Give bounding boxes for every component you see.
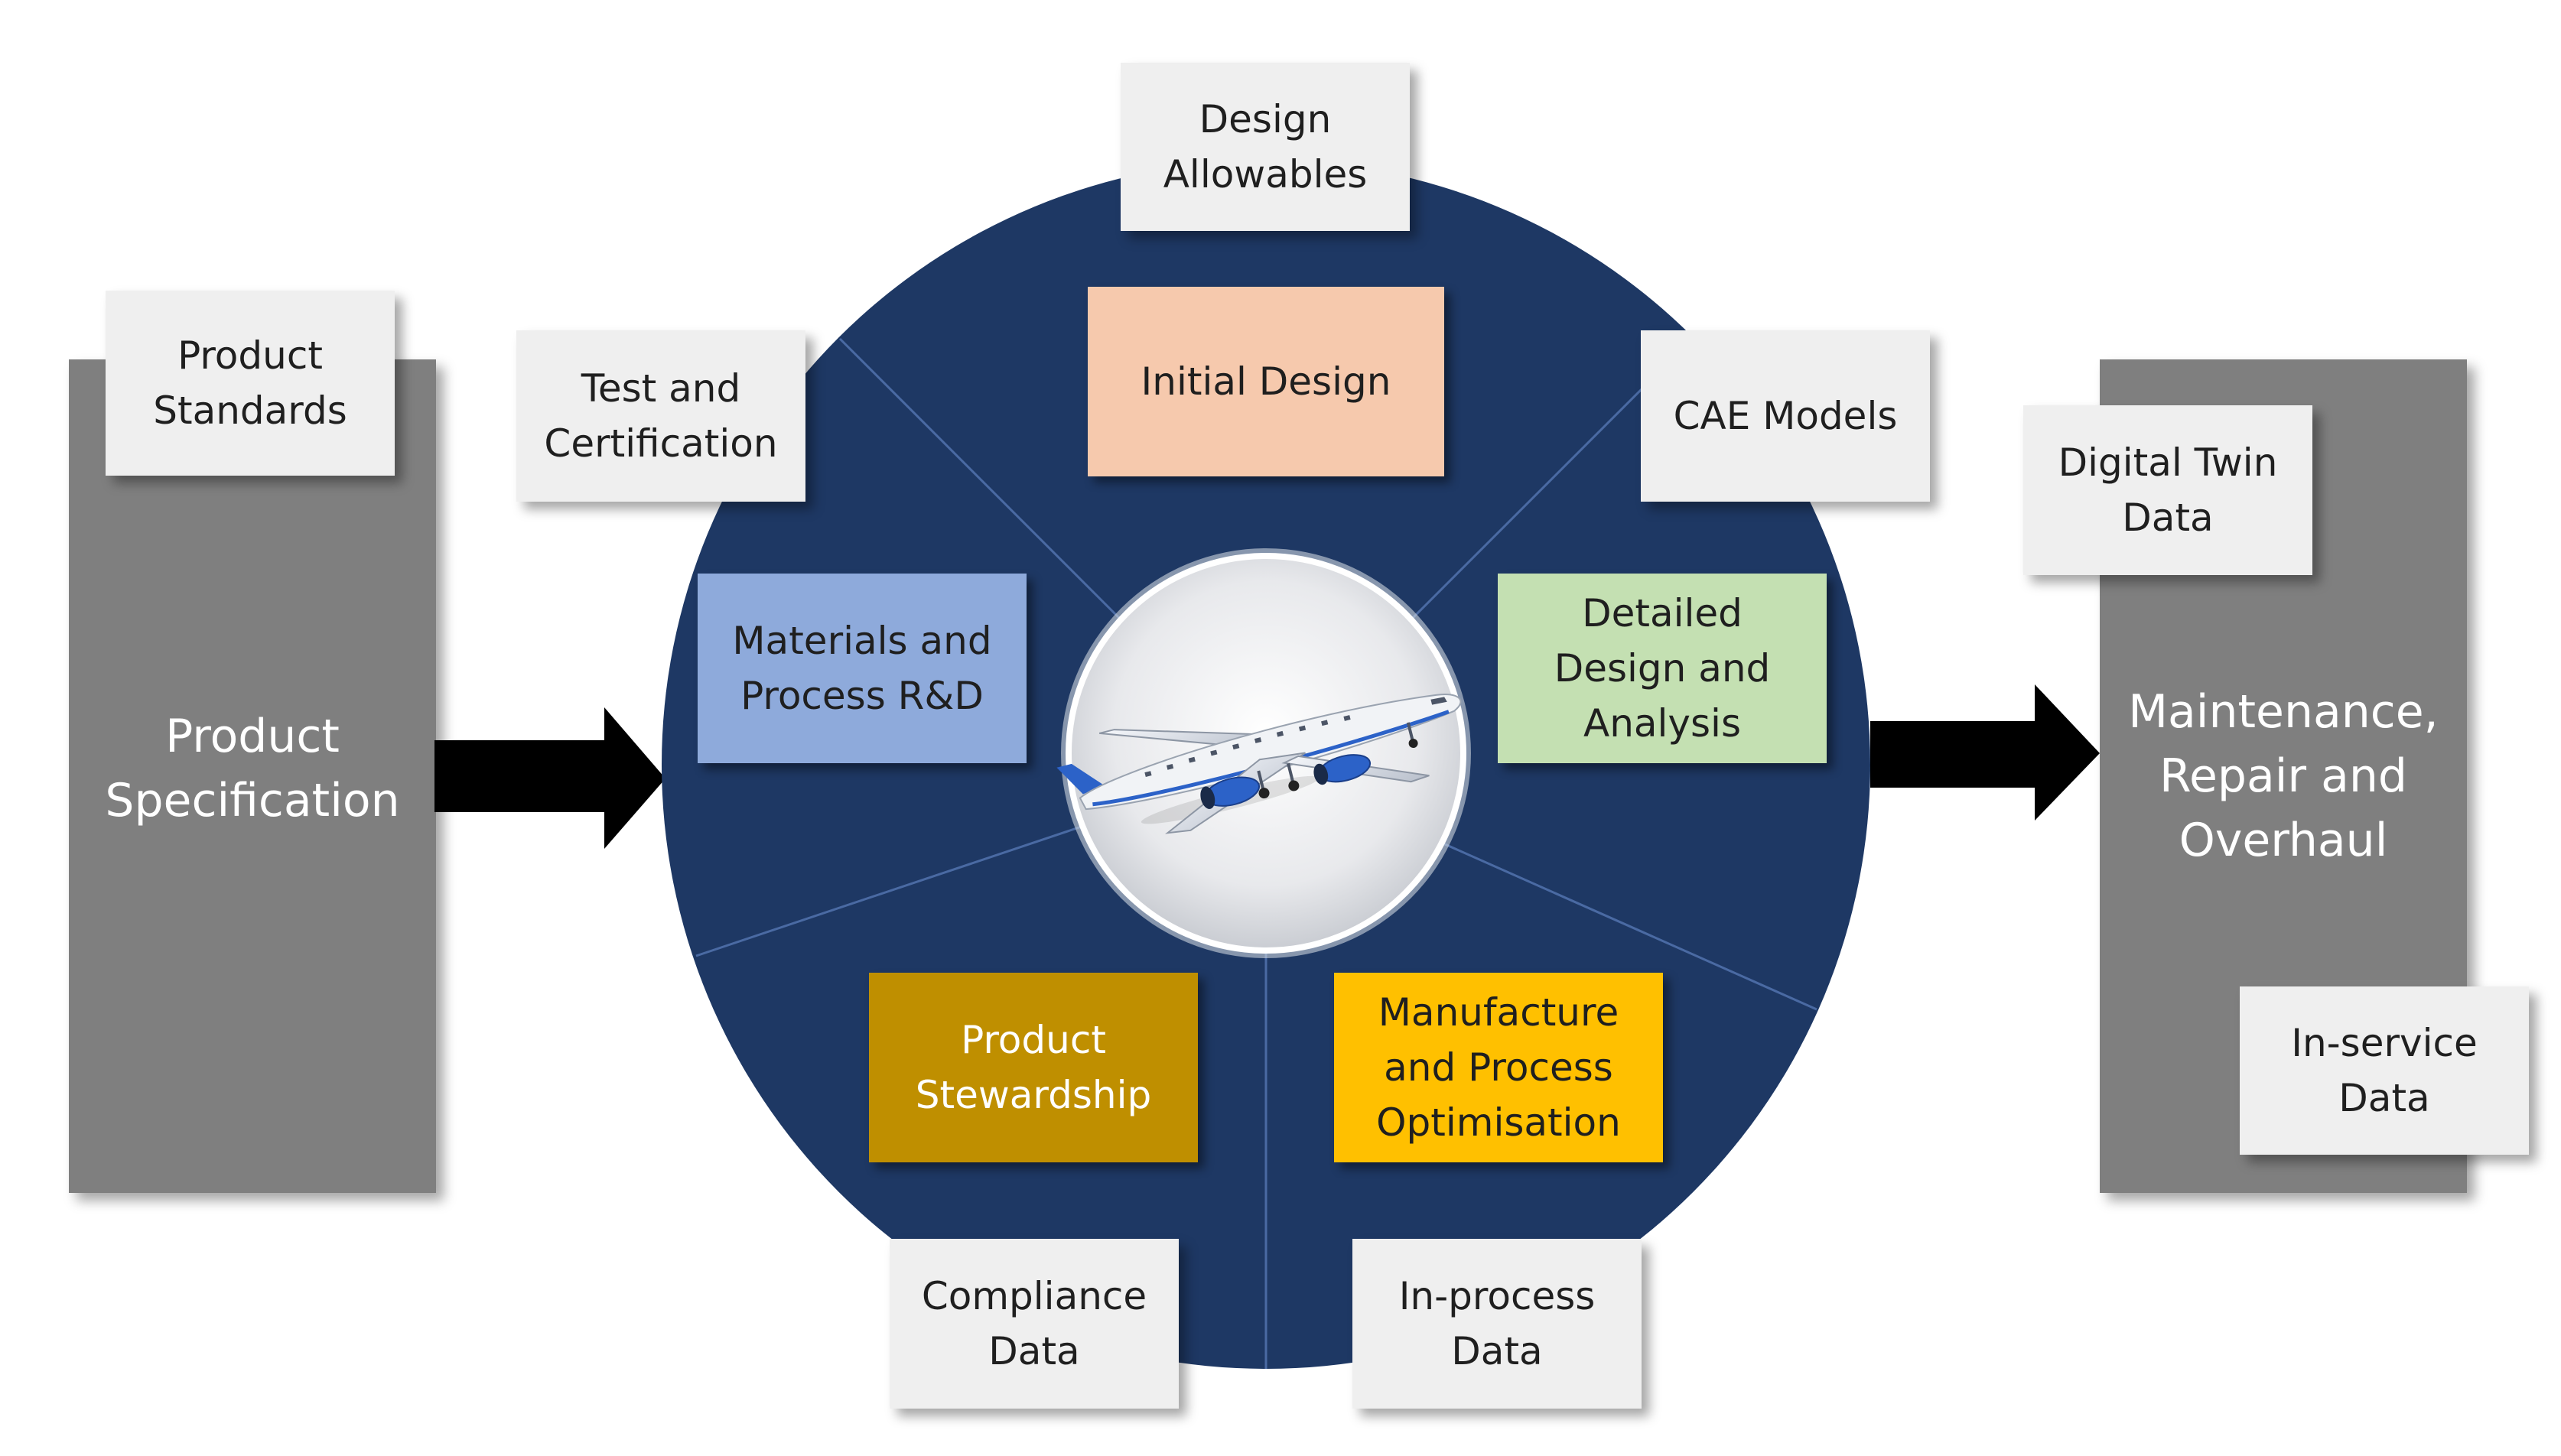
phase-initial-design: Initial Design	[1088, 287, 1444, 476]
tag-compliance-data: Compliance Data	[890, 1239, 1179, 1409]
tag-product-standards: Product Standards	[106, 291, 395, 476]
tag-line: CAE Models	[1673, 394, 1898, 438]
tag-line: Data	[1451, 1329, 1543, 1373]
phase-line: Materials and	[732, 619, 992, 663]
mro-line-3: Overhaul	[2179, 814, 2388, 867]
phase-detailed-design-analysis: Detailed Design and Analysis	[1498, 574, 1827, 763]
tag-line: Product	[177, 333, 323, 378]
mro-line-2: Repair and	[2159, 749, 2408, 803]
tag-line: Design	[1199, 97, 1332, 141]
tag-line: In-process	[1398, 1274, 1596, 1318]
tag-design-allowables: Design Allowables	[1121, 63, 1410, 231]
phase-line: Manufacture	[1378, 990, 1619, 1035]
product-specification-line-2: Specification	[105, 774, 400, 827]
phase-line: and Process	[1384, 1045, 1613, 1090]
phase-line: Design and	[1554, 646, 1771, 691]
phase-line: Product	[961, 1018, 1106, 1062]
tag-line: Data	[988, 1329, 1080, 1373]
tag-line: Digital Twin	[2058, 440, 2278, 485]
tag-line: Standards	[153, 388, 347, 433]
tag-in-service-data: In-service Data	[2240, 986, 2529, 1155]
tag-line: Compliance	[921, 1274, 1147, 1318]
tag-line: In-service	[2291, 1021, 2478, 1065]
input-arrow	[434, 707, 665, 849]
left-panel	[69, 359, 436, 1193]
phase-line: Optimisation	[1376, 1100, 1621, 1145]
tag-line: Certification	[544, 421, 778, 466]
tag-line: Data	[2122, 496, 2214, 540]
phase-line: Initial Design	[1141, 359, 1391, 404]
tag-line: Test and	[581, 366, 741, 411]
phase-line: Process R&D	[740, 674, 984, 718]
tag-in-process-data: In-process Data	[1352, 1239, 1642, 1409]
mro-line-1: Maintenance,	[2128, 685, 2439, 739]
phase-manufacture-process-optimisation: Manufacture and Process Optimisation	[1334, 973, 1663, 1162]
phase-line: Detailed	[1582, 591, 1743, 635]
airplane-icon	[1056, 694, 1462, 834]
product-specification-line-1: Product	[165, 710, 340, 763]
tag-line: Data	[2338, 1076, 2430, 1120]
phase-materials-process-rd: Materials and Process R&D	[698, 574, 1027, 763]
phase-line: Stewardship	[915, 1073, 1152, 1117]
phase-product-stewardship: Product Stewardship	[869, 973, 1198, 1162]
mro-label: Maintenance, Repair and Overhaul	[2100, 673, 2467, 879]
tag-cae-models: CAE Models	[1641, 330, 1930, 502]
tag-line: Allowables	[1163, 152, 1368, 197]
tag-digital-twin-data: Digital Twin Data	[2023, 405, 2312, 575]
output-arrow	[1870, 684, 2100, 821]
phase-line: Analysis	[1583, 701, 1741, 746]
product-specification-label: Product Specification	[69, 688, 436, 849]
tag-test-certification: Test and Certification	[516, 330, 805, 502]
